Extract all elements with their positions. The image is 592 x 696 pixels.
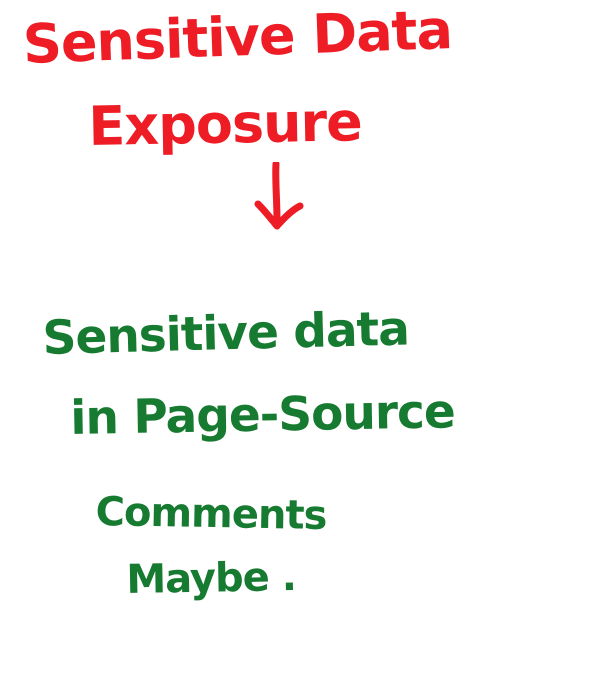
note-line-2: in Page-Source [69,384,456,446]
note-line-4: Maybe . [125,554,297,603]
down-arrow-icon [254,162,304,230]
note-line-3: Comments [95,489,327,540]
heading-line-1: Sensitive Data [21,0,453,76]
heading-line-2: Exposure [87,90,363,158]
note-line-1: Sensitive data [41,301,410,366]
